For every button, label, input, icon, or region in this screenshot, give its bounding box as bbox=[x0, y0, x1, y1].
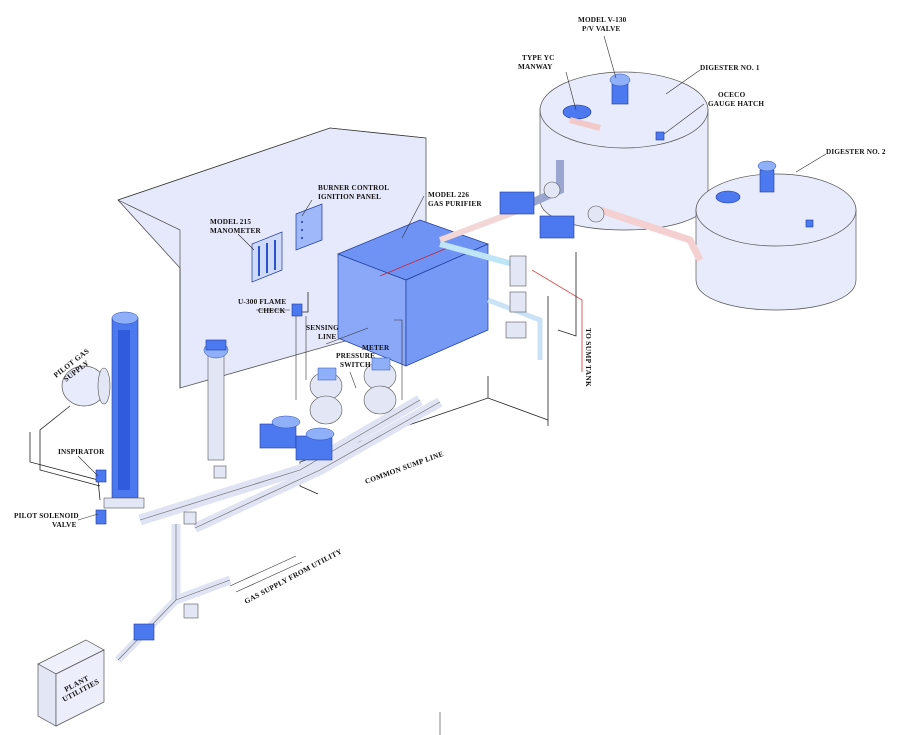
gas-meters bbox=[309, 357, 397, 425]
condensate-drip-leg bbox=[203, 339, 229, 461]
flame-check-label-2: CHECK bbox=[258, 307, 286, 315]
digester-2-label: DIGESTER NO. 2 bbox=[826, 148, 886, 156]
pressure-switch-label: PRESSURE bbox=[336, 352, 375, 360]
ignition-panel-label: IGNITION PANEL bbox=[318, 193, 381, 201]
pilot-solenoid-label: PILOT SOLENOID bbox=[14, 512, 79, 520]
digester-2 bbox=[695, 160, 857, 311]
type-yc-label: TYPE YC bbox=[522, 54, 554, 62]
digester-gas-piping bbox=[438, 117, 704, 360]
burner-control-label: BURNER CONTROL bbox=[318, 184, 389, 192]
plant-utilities-box bbox=[37, 639, 105, 727]
manway-label: MANWAY bbox=[518, 63, 553, 71]
common-sump-line-label: COMMON SUMP LINE bbox=[364, 449, 445, 486]
diagram-labels: MODEL V-130 P/V VALVE TYPE YC MANWAY DIG… bbox=[14, 16, 886, 704]
pilot-gas-supply bbox=[29, 365, 111, 525]
oceco-label: OCECO bbox=[718, 91, 746, 99]
manway-icon bbox=[562, 104, 592, 120]
gas-purifier bbox=[337, 219, 489, 367]
inspirator-label: INSPIRATOR bbox=[58, 448, 105, 456]
meter-label: METER bbox=[362, 344, 390, 352]
to-sump-tank-label: TO SUMP TANK bbox=[584, 328, 593, 387]
utility-supply-line bbox=[115, 524, 303, 663]
model-215-label: MODEL 215 bbox=[210, 218, 251, 226]
gauge-hatch-icon bbox=[655, 131, 665, 141]
gas-supply-utility-label: GAS SUPPLY FROM UTILITY bbox=[243, 546, 344, 605]
pv-valve-label: P/V VALVE bbox=[582, 25, 621, 33]
pilot-solenoid-label-2: VALVE bbox=[52, 521, 77, 529]
manometer-label: MANOMETER bbox=[210, 227, 262, 235]
leader-lines bbox=[77, 35, 827, 735]
model-226-label: MODEL 226 bbox=[428, 191, 469, 199]
flame-check-label: U-300 FLAME bbox=[238, 298, 286, 306]
sump-lines bbox=[299, 252, 583, 495]
flame-check-assembly bbox=[291, 292, 403, 400]
model-v130-label: MODEL V-130 bbox=[578, 16, 627, 24]
gas-purifier-label: GAS PURIFIER bbox=[428, 200, 482, 208]
main-gas-header bbox=[138, 395, 443, 533]
digester-1 bbox=[539, 71, 709, 231]
sensing-line-label-2: LINE bbox=[318, 333, 336, 341]
pressure-switch-label-2: SWITCH bbox=[340, 361, 371, 369]
manometer bbox=[251, 231, 283, 283]
flare-stack bbox=[103, 311, 145, 509]
digester-1-label: DIGESTER NO. 1 bbox=[700, 64, 760, 72]
gauge-hatch-label: GAUGE HATCH bbox=[708, 100, 764, 108]
sensing-line-label: SENSING bbox=[306, 324, 339, 332]
